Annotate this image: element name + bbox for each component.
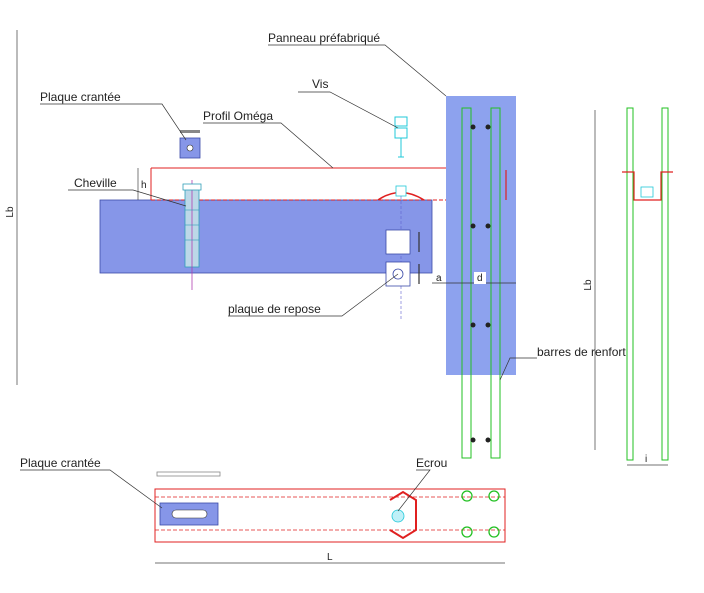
label-plaque-crantee-top: Plaque crantée (40, 90, 121, 104)
dimension-lb-right-label: Lb (583, 279, 594, 291)
label-profil-omega: Profil Oméga (203, 109, 273, 123)
label-vis: Vis (312, 77, 328, 91)
cheville-anchor (182, 180, 202, 290)
label-plaque-crantee-bottom: Plaque crantée (20, 456, 101, 470)
label-panneau-prefabrique: Panneau préfabriqué (268, 31, 380, 45)
concrete-slab (99, 199, 433, 274)
plaque-crantee-top (179, 130, 201, 159)
dimension-lb-left-label: Lb (5, 206, 16, 218)
callouts (20, 44, 537, 512)
panneau-prefabrique (446, 96, 516, 375)
dimension-h: h (137, 168, 147, 200)
dimension-lb-left: Lb (5, 30, 18, 385)
label-barres-de-renfort: barres de renfort (537, 345, 626, 359)
dimension-d-label: d (477, 273, 483, 284)
label-ecrou: Ecrou (416, 456, 447, 470)
dimension-l-label: L (327, 552, 333, 563)
dimension-a-d: a d (432, 272, 516, 284)
section-view: Lb i (583, 107, 673, 466)
dimension-h-label: h (141, 180, 147, 191)
panel-anchor-dots (470, 124, 491, 443)
dimension-i-label: i (645, 454, 647, 465)
label-cheville: Cheville (74, 176, 117, 190)
dimension-a-label: a (436, 273, 442, 284)
label-plaque-de-repose: plaque de repose (228, 302, 321, 316)
plan-view: L (154, 471, 506, 564)
vis-screw (394, 116, 408, 158)
